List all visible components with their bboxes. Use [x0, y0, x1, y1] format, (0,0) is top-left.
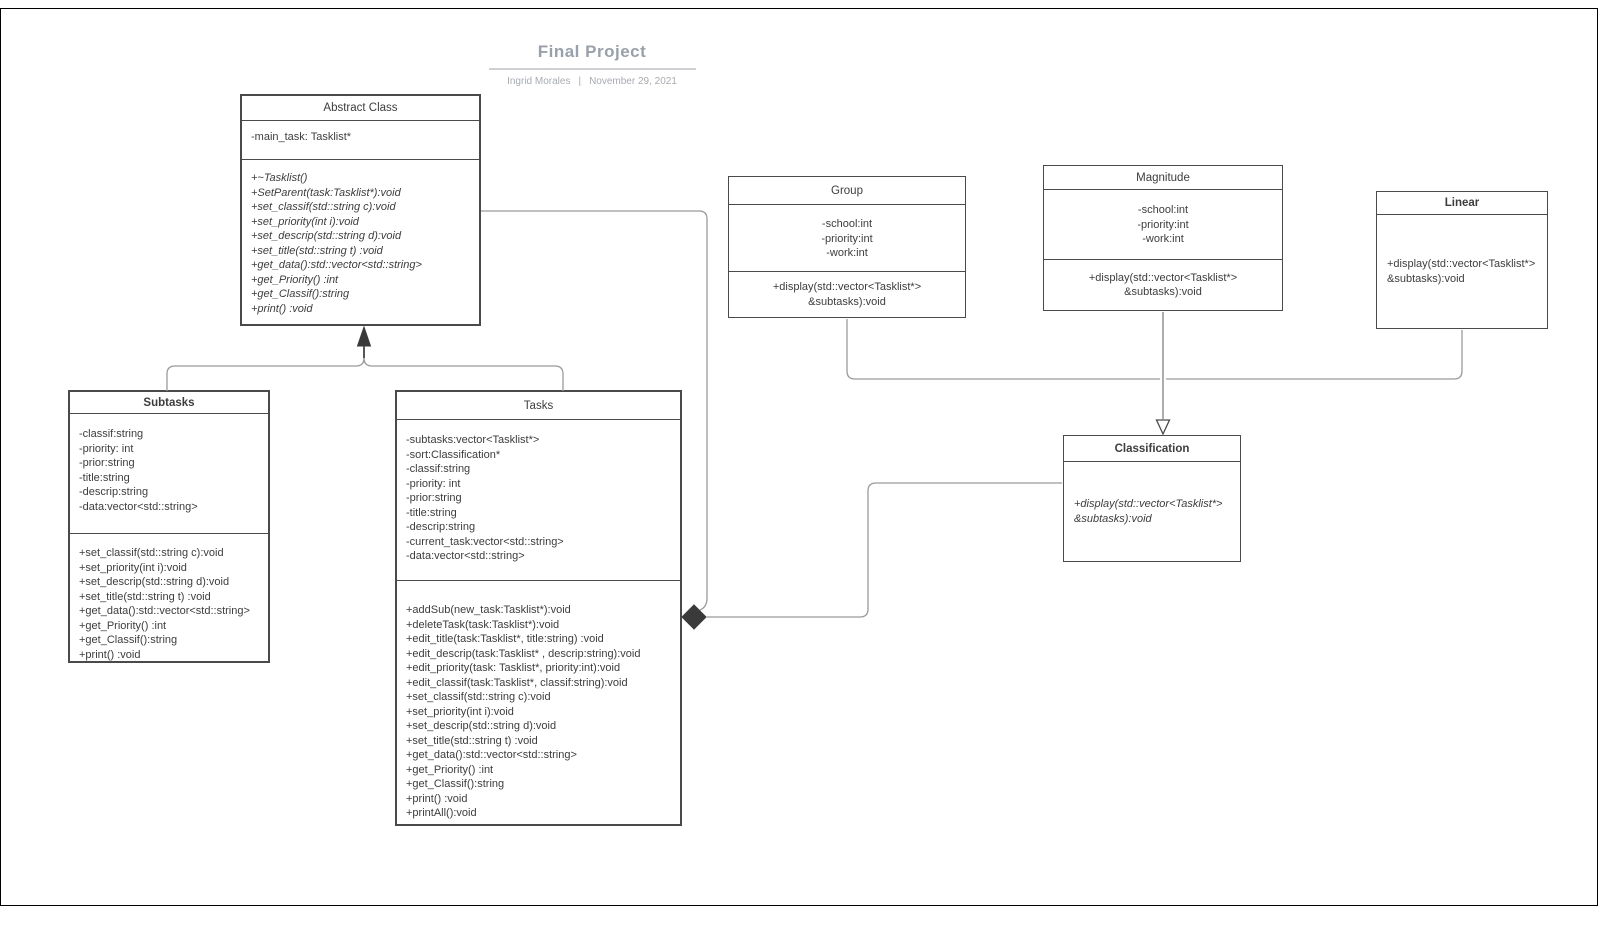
class-box-group[interactable]: Group -school:int-priority:int-work:int …	[728, 176, 966, 318]
member-line: -priority: int	[79, 442, 134, 455]
member-line: +get_Classif():string	[251, 288, 350, 300]
member-line: -prior:string	[79, 457, 135, 469]
member-line: -classif:string	[79, 428, 144, 440]
member-line: +set_descrip(std::string d):void	[79, 576, 230, 589]
class-title: Linear	[1377, 192, 1547, 215]
member-line: +get_Classif():string	[406, 778, 505, 790]
class-box-subtasks[interactable]: Subtasks -classif:string -priority: int -p…	[68, 390, 270, 663]
class-box-linear[interactable]: Linear +display(std::vector<Tasklist*>&s…	[1376, 191, 1548, 329]
class-title: Group	[729, 177, 965, 205]
member-line: +set_title(std::string t) :void	[79, 590, 211, 603]
page-border	[0, 8, 1598, 906]
member-line: +print() :void	[251, 302, 313, 315]
member-line: +set_classif(std::string c):void	[79, 547, 224, 560]
member-line: +get_data():std::vector<std::string>	[406, 749, 577, 761]
member-line: +set_priority(int i):void	[79, 561, 187, 574]
date-text: November 29, 2021	[589, 76, 677, 87]
methods-section: +addSub(new_task:Tasklist*):void +deleteT…	[397, 581, 680, 824]
member-line: &subtasks):void	[1124, 286, 1202, 298]
class-title: Magnitude	[1044, 166, 1282, 190]
attributes-section: -subtasks:vector<Tasklist*> -sort:Classif…	[397, 420, 680, 581]
title-block[interactable]: Final Project Ingrid Morales | November 29…	[462, 42, 722, 87]
member-line: +print() :void	[406, 792, 468, 805]
member-line: +display(std::vector<Tasklist*>	[772, 281, 922, 293]
member-line: +get_Priority() :int	[251, 273, 339, 286]
methods-section: +display(std::vector<Tasklist*>&subtasks…	[1044, 260, 1282, 310]
member-line: -prior:string	[406, 492, 462, 504]
author-text: Ingrid Morales	[507, 76, 571, 87]
member-line: +edit_classif(task:Tasklist*, classif:st…	[406, 676, 628, 689]
member-line: +set_title(std::string t) :void	[406, 734, 538, 747]
member-line: +~Tasklist()	[251, 172, 308, 184]
member-line: -priority:int	[1137, 218, 1189, 231]
methods-section: +display(std::vector<Tasklist*>&subtasks…	[729, 272, 965, 317]
member-line: -title:string	[406, 506, 457, 519]
class-title: Subtasks	[70, 392, 268, 414]
member-line: -current_task:vector<std::string>	[406, 535, 564, 548]
member-line: +display(std::vector<Tasklist*>	[1074, 498, 1223, 510]
member-line: +get_Priority() :int	[79, 619, 167, 632]
member-line: +set_priority(int i):void	[251, 215, 359, 228]
member-line: +addSub(new_task:Tasklist*):void	[406, 604, 571, 616]
member-line: -school:int	[821, 218, 873, 230]
member-line: +SetParent(task:Tasklist*):void	[251, 186, 401, 199]
member-line: +set_descrip(std::string d):void	[251, 230, 402, 242]
member-line: -title:string	[79, 471, 130, 484]
member-line: -subtasks:vector<Tasklist*>	[406, 434, 540, 446]
member-line: +set_classif(std::string c):void	[406, 691, 551, 703]
title-underline	[488, 68, 696, 70]
class-title: Abstract Class	[242, 96, 479, 121]
attributes-section: -classif:string -priority: int -prior:stri…	[70, 414, 268, 535]
member-line: +print() :void	[79, 648, 141, 661]
member-line: -school:int	[1137, 204, 1189, 216]
diagram-title: Final Project	[537, 42, 647, 61]
member-line: +edit_priority(task: Tasklist*, priority…	[406, 662, 621, 674]
member-line: +display(std::vector<Tasklist*>	[1088, 271, 1238, 284]
methods-section: +set_classif(std::string c):void+set_pri…	[70, 534, 268, 661]
member-line: +get_data():std::vector<std::string>	[79, 605, 250, 618]
class-title: Tasks	[397, 392, 680, 420]
member-line: &subtasks):void	[1074, 512, 1152, 525]
member-line: &subtasks):void	[1387, 272, 1465, 285]
member-line: -descrip:string	[406, 521, 476, 533]
member-line: -classif:string	[406, 463, 471, 475]
subtitle-separator: |	[578, 76, 582, 87]
member-line: -descrip:string	[79, 486, 149, 498]
member-line: &subtasks):void	[808, 295, 886, 308]
member-line: +get_Classif():string	[79, 634, 178, 647]
attributes-section: -school:int -priority:int -work:int	[729, 205, 965, 272]
member-line: -priority:int	[821, 232, 873, 245]
class-box-tasks[interactable]: Tasks -subtasks:vector<Tasklist*> -sort:C…	[395, 390, 682, 826]
member-line: +deleteTask(task:Tasklist*):void	[406, 618, 560, 631]
member-line: -work:int	[826, 247, 868, 259]
methods-section: +display(std::vector<Tasklist*>&subtasks…	[1064, 462, 1240, 561]
member-line: -work:int	[1142, 233, 1184, 245]
member-line: +get_data():std::vector<std::string>	[251, 259, 422, 271]
methods-section: +~Tasklist() +SetParent(task:Tasklist*):v…	[242, 160, 479, 324]
member-line: +set_classif(std::string c):void	[251, 201, 396, 213]
member-line: -data:vector<std::string>	[79, 500, 198, 513]
member-line: +set_descrip(std::string d):void	[406, 720, 557, 732]
diagram-subtitle: Ingrid Morales | November 29, 2021	[462, 76, 722, 87]
member-line: -main_task: Tasklist*	[251, 131, 352, 143]
member-line: -priority: int	[406, 477, 461, 490]
class-box-magnitude[interactable]: Magnitude -school:int -priority:int -work:…	[1043, 165, 1283, 311]
member-line: +get_Priority() :int	[406, 763, 494, 776]
attributes-section: -school:int -priority:int -work:int	[1044, 190, 1282, 260]
member-line: +printAll():void	[406, 807, 477, 819]
member-line: +edit_descrip(task:Tasklist* , descrip:s…	[406, 647, 641, 660]
member-line: -sort:Classification*	[406, 448, 501, 461]
member-line: +set_title(std::string t) :void	[251, 244, 383, 257]
member-line: +display(std::vector<Tasklist*>	[1387, 258, 1536, 270]
member-line: +edit_title(task:Tasklist*, title:string…	[406, 633, 604, 645]
member-line: -data:vector<std::string>	[406, 550, 525, 562]
class-box-classification[interactable]: Classification +display(std::vector<Task…	[1063, 435, 1241, 562]
attributes-section: -main_task: Tasklist*	[242, 121, 479, 160]
member-line: +set_priority(int i):void	[406, 705, 514, 718]
class-title: Classification	[1064, 436, 1240, 462]
methods-section: +display(std::vector<Tasklist*>&subtasks…	[1377, 215, 1547, 328]
class-box-abstract[interactable]: Abstract Class -main_task: Tasklist* +~T…	[240, 94, 481, 326]
